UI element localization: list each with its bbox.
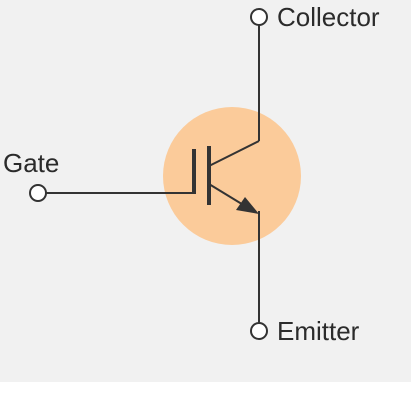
emitter-terminal <box>250 322 268 340</box>
collector-label: Collector <box>277 2 380 32</box>
gate-label: Gate <box>3 148 59 178</box>
collector-terminal <box>250 8 268 26</box>
bottom-strip <box>0 382 411 410</box>
collector-diagonal <box>208 140 260 167</box>
emitter-arrow-icon <box>236 197 259 214</box>
gate-terminal <box>29 184 47 202</box>
emitter-label: Emitter <box>277 316 360 346</box>
transistor-highlight-circle <box>163 107 301 245</box>
